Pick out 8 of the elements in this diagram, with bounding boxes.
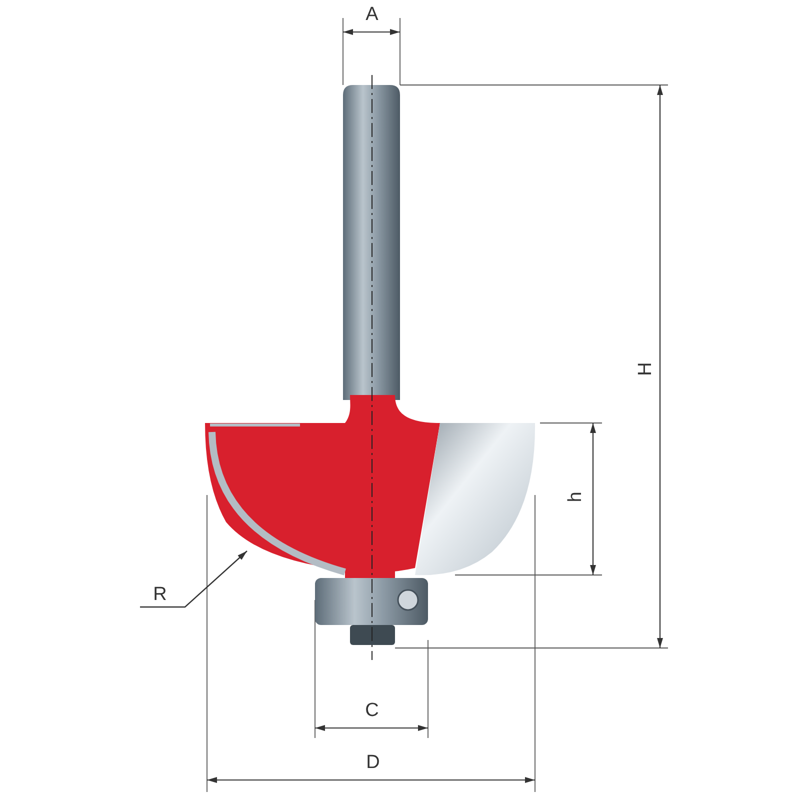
dimension-label: h xyxy=(565,490,587,504)
dimension-label: D xyxy=(365,752,381,774)
dimension-label: A xyxy=(364,4,380,26)
dimension-label: H xyxy=(635,361,657,378)
leader-line xyxy=(140,550,248,608)
dimension-label: R xyxy=(148,584,172,606)
dimension-label: C xyxy=(364,700,380,722)
cutter-drawing xyxy=(205,395,535,576)
